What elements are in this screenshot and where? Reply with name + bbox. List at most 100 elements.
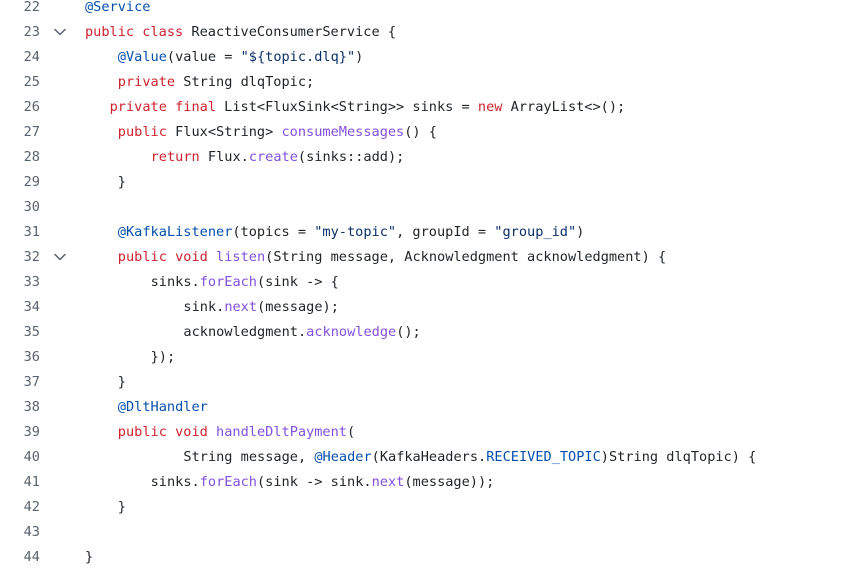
code-line: 28 return Flux.create(sinks::add);: [0, 145, 862, 170]
code-token-keyword: class: [142, 24, 184, 40]
code-content: private final List<FluxSink<String>> sin…: [110, 95, 626, 120]
code-token-string: "${topic.dlq}": [240, 49, 356, 65]
line-number: 40: [23, 449, 40, 465]
code-token-plain: (String message, Acknowledgment acknowle…: [265, 249, 667, 265]
line-number: 30: [23, 199, 40, 215]
code-token-plain: }: [117, 499, 126, 515]
line-number: 23: [23, 24, 40, 40]
line-number: 33: [23, 274, 40, 290]
code-token-annotation: @DltHandler: [117, 399, 208, 415]
code-token-keyword: new: [477, 99, 503, 115]
code-token-plain: (: [346, 424, 356, 440]
code-token-plain: [208, 424, 216, 440]
code-token-plain: String dlqTopic;: [175, 74, 315, 90]
code-content: @DltHandler: [118, 395, 208, 420]
line-number: 36: [23, 349, 40, 365]
line-number: 37: [23, 374, 40, 390]
fold-chevron-down-icon[interactable]: [52, 245, 68, 270]
code-token-plain: Flux<String>: [166, 124, 282, 140]
code-token-plain: });: [150, 349, 176, 365]
code-token-keyword: void: [175, 424, 208, 440]
code-token-annotation: @Header: [314, 449, 372, 465]
code-token-keyword: private: [109, 99, 167, 115]
code-token-method: listen: [216, 249, 266, 265]
code-token-plain: sink.: [183, 299, 225, 315]
code-content: sinks.forEach(sink -> {: [151, 270, 339, 295]
code-content: sinks.forEach(sink -> sink.next(message)…: [151, 470, 495, 495]
code-token-keyword: public: [117, 424, 167, 440]
code-token-plain: }: [117, 374, 126, 390]
code-token-method: consumeMessages: [281, 124, 405, 140]
code-line: 39 public void handleDltPayment(: [0, 420, 862, 445]
line-number: 34: [23, 299, 40, 315]
code-token-plain: [167, 99, 175, 115]
code-content: @Value(value = "${topic.dlq}"): [118, 45, 364, 70]
code-content: public Flux<String> consumeMessages() {: [118, 120, 437, 145]
code-token-keyword: private: [117, 74, 176, 90]
code-content: acknowledgment.acknowledge();: [183, 320, 420, 345]
code-token-keyword: public: [117, 249, 167, 265]
line-number: 38: [23, 399, 40, 415]
code-token-plain: () {: [404, 124, 437, 140]
code-token-keyword: public: [85, 24, 135, 40]
code-token-plain: }: [117, 174, 126, 190]
line-number: 39: [23, 424, 40, 440]
code-token-constant: RECEIVED_TOPIC: [486, 449, 601, 465]
code-token-plain: sinks.: [150, 274, 200, 290]
code-content: sink.next(message);: [183, 295, 339, 320]
line-number: 24: [23, 49, 40, 65]
code-token-plain: sinks.: [150, 474, 200, 490]
line-number: 44: [23, 549, 40, 565]
code-token-plain: , groupId =: [396, 224, 495, 240]
code-line: 24 @Value(value = "${topic.dlq}"): [0, 45, 862, 70]
code-line: 29}: [0, 170, 862, 195]
code-token-plain: acknowledgment.: [183, 324, 307, 340]
code-token-plain: (sink -> {: [257, 274, 339, 290]
code-token-plain: )String dlqTopic) {: [600, 449, 757, 465]
code-token-plain: (sinks::add);: [297, 149, 405, 165]
code-token-annotation: @Service: [85, 0, 151, 15]
line-number: 29: [23, 174, 40, 190]
code-token-plain: (message));: [404, 474, 495, 490]
code-line: 40 String message, @Header(KafkaHeaders.R…: [0, 445, 862, 470]
code-token-plain: ): [576, 224, 585, 240]
code-token-plain: }: [85, 549, 94, 565]
code-token-plain: [167, 249, 175, 265]
line-number: 35: [23, 324, 40, 340]
code-token-method: next: [371, 474, 405, 490]
code-token-plain: [208, 249, 216, 265]
code-token-method: next: [224, 299, 258, 315]
code-token-plain: (KafkaHeaders.: [371, 449, 487, 465]
fold-chevron-down-icon[interactable]: [52, 20, 68, 45]
line-number: 28: [23, 149, 40, 165]
code-token-plain: (value =: [166, 49, 241, 65]
code-line: 23 public class ReactiveConsumerService {: [0, 20, 862, 45]
code-line: 34 sink.next(message);: [0, 295, 862, 320]
code-line: 31@KafkaListener(topics = "my-topic", gr…: [0, 220, 862, 245]
code-token-plain: String message,: [183, 449, 315, 465]
code-token-keyword: final: [175, 99, 216, 115]
code-token-plain: ): [355, 49, 364, 65]
code-token-plain: Flux.: [199, 149, 249, 165]
code-token-plain: (message);: [257, 299, 339, 315]
code-token-string: "group_id": [494, 224, 577, 240]
code-content: public class ReactiveConsumerService {: [85, 20, 396, 45]
line-number: 32: [23, 249, 40, 265]
line-number: 43: [23, 524, 40, 540]
code-token-plain: (sink -> sink.: [257, 474, 372, 490]
code-token-annotation: @KafkaListener: [117, 224, 233, 240]
code-token-method: create: [248, 149, 298, 165]
code-token-keyword: return: [150, 149, 200, 165]
code-line: 38 @DltHandler: [0, 395, 862, 420]
code-content: String message, @Header(KafkaHeaders.REC…: [183, 445, 756, 470]
code-content: public void handleDltPayment(: [118, 420, 355, 445]
code-content: });: [151, 345, 176, 370]
code-token-plain: ReactiveConsumerService {: [183, 24, 397, 40]
code-line: 37}: [0, 370, 862, 395]
code-line: 44}: [0, 545, 862, 570]
code-line: 25 private String dlqTopic;: [0, 70, 862, 95]
code-line: 36});: [0, 345, 862, 370]
line-number: 25: [23, 74, 40, 90]
code-line: 30: [0, 195, 862, 220]
